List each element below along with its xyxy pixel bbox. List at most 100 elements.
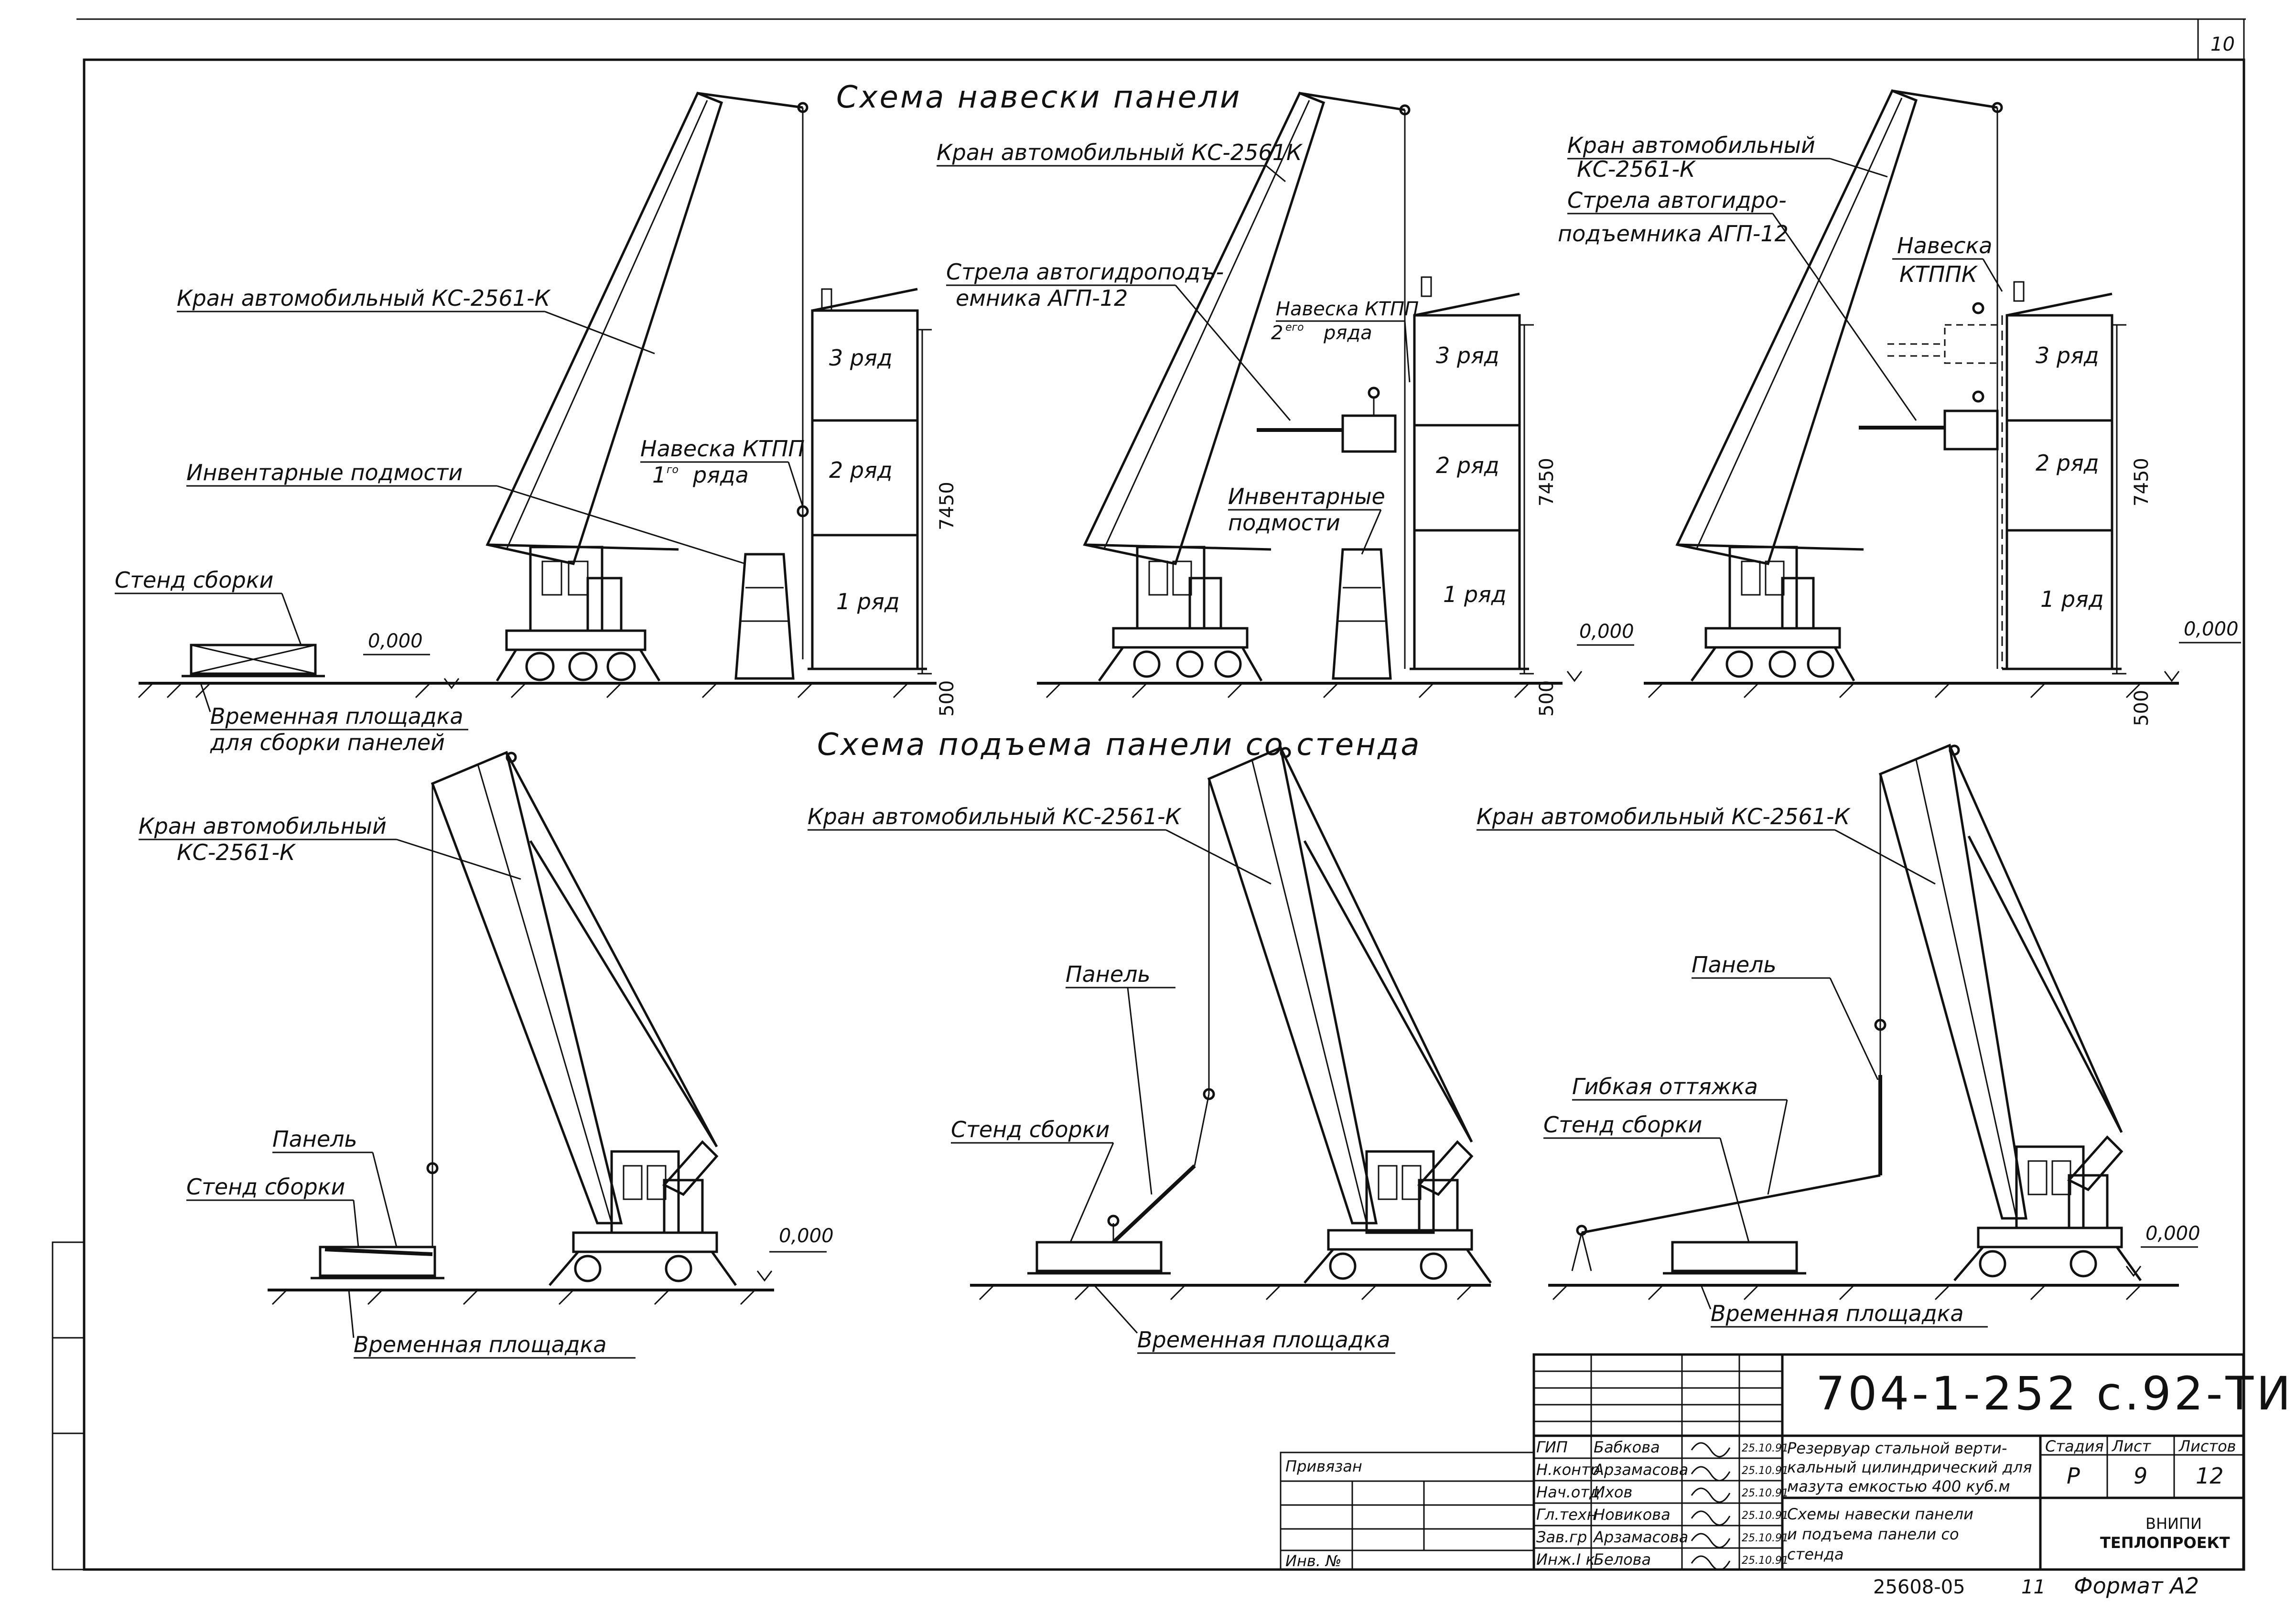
- crane-boom: [485, 91, 723, 565]
- tb-date-4: 25.10.91: [1742, 1532, 1789, 1544]
- tb-name-5: Белова: [1594, 1550, 1651, 1569]
- tb-stage: Р: [2067, 1463, 2080, 1489]
- tb-sheet-header: Лист: [2112, 1437, 2151, 1455]
- label-stand: Стенд сборки: [1543, 1112, 1702, 1138]
- footer-number: 25608-05: [1873, 1576, 1965, 1598]
- tb-role-3: Гл.техн: [1536, 1505, 1597, 1524]
- label-hang-1-b: 1: [652, 462, 666, 488]
- label-stand: Стенд сборки: [951, 1117, 1110, 1142]
- tb-bound: Привязан: [1285, 1457, 1362, 1475]
- row-1: 1 ряд: [836, 589, 900, 614]
- row-2: 2 ряд: [1436, 452, 1499, 478]
- tb-doc-2: стенда: [1787, 1545, 1844, 1563]
- sheet-number: 10: [2210, 33, 2235, 55]
- level-mark: 0,000: [2145, 1223, 2200, 1245]
- level-mark: 0,000: [2184, 618, 2239, 640]
- label-hang-1-a: Навеска КТПП: [640, 436, 805, 462]
- tb-sheets-header: Листов: [2178, 1437, 2236, 1455]
- label-guy-line: Гибкая оттяжка: [1572, 1074, 1758, 1099]
- tb-doc-1: и подъема панели со: [1787, 1525, 1959, 1543]
- inventory-scaffold: [1332, 548, 1392, 680]
- label-hang-1-c: го: [667, 464, 679, 476]
- dim-base: 500: [936, 680, 958, 717]
- tb-stage-header: Стадия: [2045, 1437, 2104, 1455]
- tb-inv: Инв. №: [1285, 1552, 1341, 1570]
- dim-height: 7450: [936, 482, 958, 530]
- label-hang-2: КТППК: [1899, 261, 1978, 287]
- assembly-stand: [190, 644, 317, 675]
- crane-boom: [1879, 743, 2027, 1220]
- scheme-top-middle: 3 ряд 2 ряд 1 ряд 7450 500 0,000 Кран ав…: [937, 91, 1634, 717]
- tb-name-1: Арзамасова: [1593, 1461, 1688, 1479]
- inventory-scaffold: [734, 553, 795, 680]
- scheme-bottom-right: 0,000 Кран автомобильный КС-2561-К Панел…: [1477, 743, 2200, 1328]
- label-scaffold-2: подмости: [1228, 510, 1340, 536]
- signature-5: [1691, 1555, 1731, 1571]
- tb-date-1: 25.10.91: [1742, 1465, 1789, 1477]
- tb-role-5: Инж.I к: [1536, 1550, 1595, 1569]
- row-2: 2 ряд: [2036, 450, 2099, 476]
- scheme-bottom-middle: Кран автомобильный КС-2561-К Панель Стен…: [808, 746, 1492, 1354]
- tb-desc-1: кальный цилиндрический для: [1787, 1458, 2032, 1476]
- label-hang-1: Навеска: [1897, 233, 1992, 258]
- crane-cab: [1728, 546, 1798, 630]
- signature-2: [1691, 1487, 1731, 1503]
- scheme-top-right: 3 ряд 2 ряд 1 ряд 7450 500 0,000 Кран ав…: [1558, 89, 2241, 726]
- label-boom-1: Стрела автогидро-: [1567, 187, 1787, 213]
- label-panel: Панель: [272, 1126, 357, 1152]
- tb-name-4: Арзамасова: [1593, 1528, 1688, 1546]
- tb-desc-0: Резервуар стальной верти-: [1787, 1439, 2007, 1457]
- label-platform: Временная площадка: [1711, 1301, 1964, 1326]
- tb-role-1: Н.контр: [1536, 1461, 1600, 1479]
- crane-boom: [1675, 89, 1918, 565]
- lift-basket: [1341, 414, 1397, 453]
- label-crane: Кран автомобильный КС-2561-К: [808, 804, 1182, 829]
- label-crane: Кран автомобильный КС-2561К: [937, 140, 1303, 165]
- label-stand: Стенд сборки: [115, 567, 273, 593]
- tb-role-4: Зав.гр: [1536, 1528, 1587, 1546]
- label-crane: Кран автомобильный КС-2561-К: [177, 285, 551, 311]
- label-scaffold-1: Инвентарные: [1228, 484, 1385, 509]
- assembly-stand: [1035, 1241, 1163, 1272]
- label-crane-2: КС-2561-К: [1577, 156, 1696, 182]
- sheet-frame: [83, 58, 2245, 1571]
- label-hang-1-d: ряда: [692, 462, 749, 488]
- scheme-bottom-left: 0,000 Кран автомобильный КС-2561-К Панел…: [139, 751, 834, 1359]
- tank-wall-panels: [1413, 314, 1521, 670]
- tb-role-0: ГИП: [1536, 1438, 1568, 1456]
- tb-sheets: 12: [2196, 1463, 2224, 1489]
- label-hang-2-d: ряда: [1323, 322, 1372, 344]
- dim-height: 7450: [1536, 458, 1558, 506]
- tb-role-2: Нач.отд: [1536, 1483, 1600, 1501]
- label-scaffold: Инвентарные подмости: [186, 460, 463, 485]
- dim-base: 500: [1536, 680, 1558, 717]
- crane-boom: [431, 751, 623, 1225]
- label-panel: Панель: [1692, 952, 1777, 978]
- tb-name-0: Бабкова: [1594, 1438, 1660, 1456]
- crane-cab: [529, 546, 604, 632]
- label-hang-2-c: его: [1285, 322, 1304, 333]
- row-1: 1 ряд: [2040, 586, 2104, 612]
- tb-date-2: 25.10.91: [1742, 1487, 1789, 1499]
- lift-basket: [1943, 409, 1999, 451]
- tb-name-3: Новикова: [1594, 1505, 1671, 1524]
- label-stand: Стенд сборки: [186, 1174, 345, 1200]
- tb-date-0: 25.10.91: [1742, 1442, 1789, 1454]
- crane-boom: [1207, 746, 1378, 1225]
- label-platform-1: Временная площадка: [210, 703, 464, 729]
- label-hang-2-b: 2: [1271, 322, 1283, 344]
- row-1: 1 ряд: [1443, 581, 1507, 607]
- label-platform-2: для сборки панелей: [210, 730, 445, 755]
- level-mark: 0,000: [779, 1225, 834, 1247]
- level-mark: 0,000: [368, 630, 423, 652]
- tb-org-1: ВНИПИ: [2145, 1515, 2202, 1533]
- scheme-top-left: 3 ряд 2 ряд 1 ряд 7450 500 0,000 Кран ав…: [115, 91, 958, 755]
- tb-org-2: ТЕПЛОПРОЕКТ: [2100, 1534, 2230, 1552]
- tank-wall-panels: [2005, 314, 2113, 670]
- row-3: 3 ряд: [2036, 343, 2099, 368]
- tb-desc-2: мазута емкостью 400 куб.м: [1787, 1477, 2010, 1495]
- assembly-stand: [1671, 1241, 1798, 1272]
- footer-page: 11: [2021, 1576, 2046, 1598]
